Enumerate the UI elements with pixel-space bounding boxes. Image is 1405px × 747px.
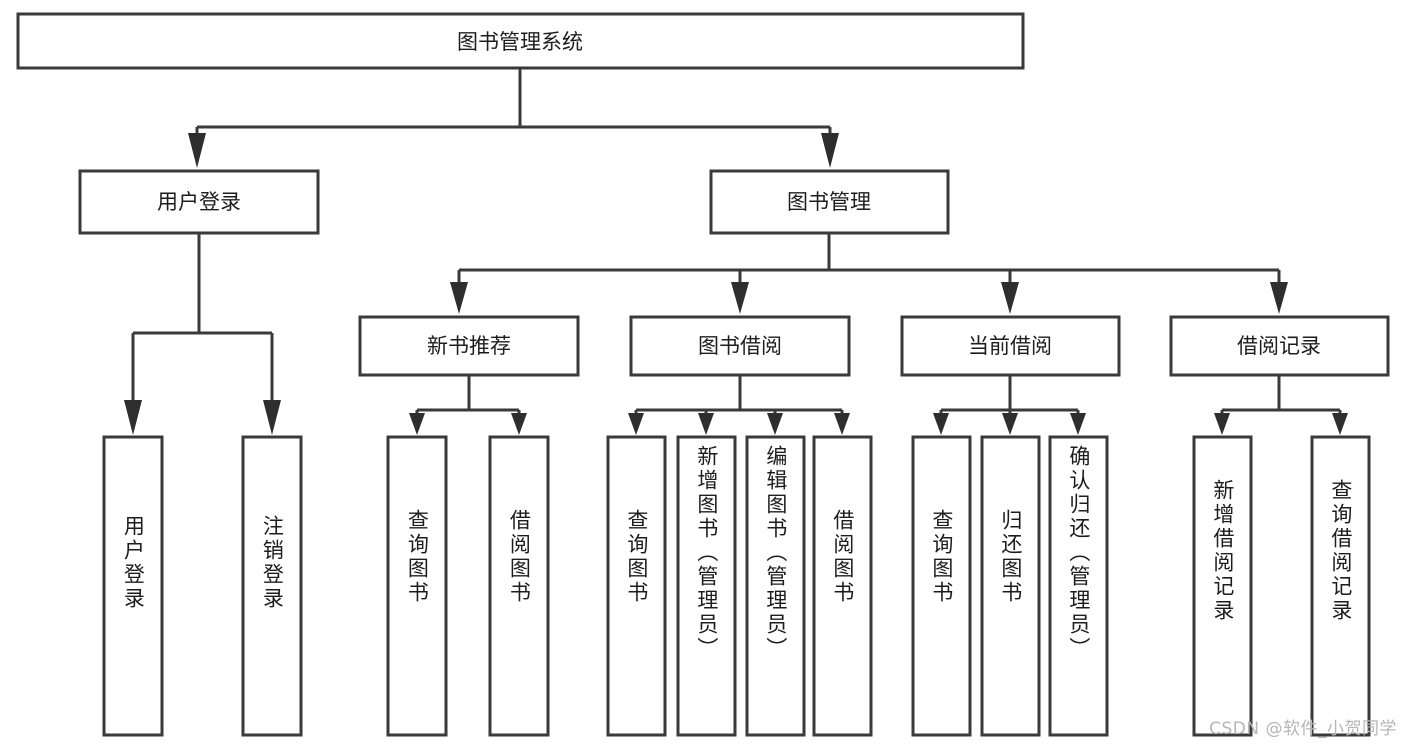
leaf-borrow-book-1-box[interactable] [488, 435, 550, 737]
arrow-leaf-user-login [124, 400, 142, 435]
arrow-leaf-edit-book [767, 413, 783, 435]
arrow-leaf-query-book-3 [933, 413, 949, 435]
leaf-query-book-1-box[interactable] [386, 435, 448, 737]
node-current-borrow-label: 当前借阅 [968, 334, 1052, 358]
node-book-borrow-label: 图书借阅 [698, 334, 782, 358]
leaf-query-book-2-box[interactable] [606, 435, 667, 737]
arrow-leaf-query-book-2 [628, 413, 644, 435]
leaf-add-record-box[interactable] [1192, 435, 1253, 737]
node-borrow-record-label: 借阅记录 [1237, 334, 1321, 358]
leaf-borrow-book-2-box[interactable] [812, 435, 873, 737]
arrow-to-user-login [188, 133, 206, 168]
arrow-to-current-borrow [1001, 282, 1019, 314]
arrow-leaf-add-record [1214, 413, 1230, 435]
leaf-edit-book-box[interactable] [745, 435, 806, 737]
arrow-leaf-borrow-book-2 [834, 413, 850, 435]
arrow-leaf-add-book [698, 413, 714, 435]
arrow-leaf-query-record [1332, 413, 1348, 435]
csdn-watermark: CSDN @软件_小贺同学 [1209, 719, 1397, 739]
node-current-borrow-box[interactable] [900, 315, 1121, 377]
node-book-management-label: 图书管理 [787, 190, 871, 214]
arrow-leaf-borrow-book-1 [511, 413, 527, 435]
leaf-confirm-return-box[interactable] [1048, 435, 1109, 737]
arrow-leaf-query-book-1 [409, 413, 425, 435]
node-user-login-label: 用户登录 [157, 190, 241, 214]
leaf-add-book-box[interactable] [676, 435, 737, 737]
arrow-to-book-borrow [731, 282, 749, 314]
arrow-to-book-management [821, 133, 839, 168]
arrow-to-borrow-record [1270, 282, 1288, 314]
leaf-return-book-box[interactable] [980, 435, 1041, 737]
arrow-leaf-confirm-return [1070, 413, 1086, 435]
node-new-book-recommend-box[interactable] [358, 315, 580, 377]
arrow-leaf-return-book [1002, 413, 1018, 435]
node-root-label: 图书管理系统 [457, 30, 583, 54]
arrow-leaf-user-logout [263, 400, 281, 435]
node-book-borrow-box[interactable] [629, 315, 851, 377]
leaf-user-logout-box[interactable] [241, 435, 303, 737]
leaf-query-record-box[interactable] [1310, 435, 1371, 737]
node-book-management-box[interactable] [709, 169, 950, 235]
arrow-to-new-book-recommend [450, 282, 468, 314]
leaf-query-book-3-box[interactable] [911, 435, 972, 737]
node-new-book-recommend-label: 新书推荐 [427, 334, 511, 358]
node-root-box[interactable] [16, 12, 1025, 70]
leaf-user-login-box[interactable] [102, 435, 164, 737]
node-borrow-record-box[interactable] [1169, 315, 1390, 377]
